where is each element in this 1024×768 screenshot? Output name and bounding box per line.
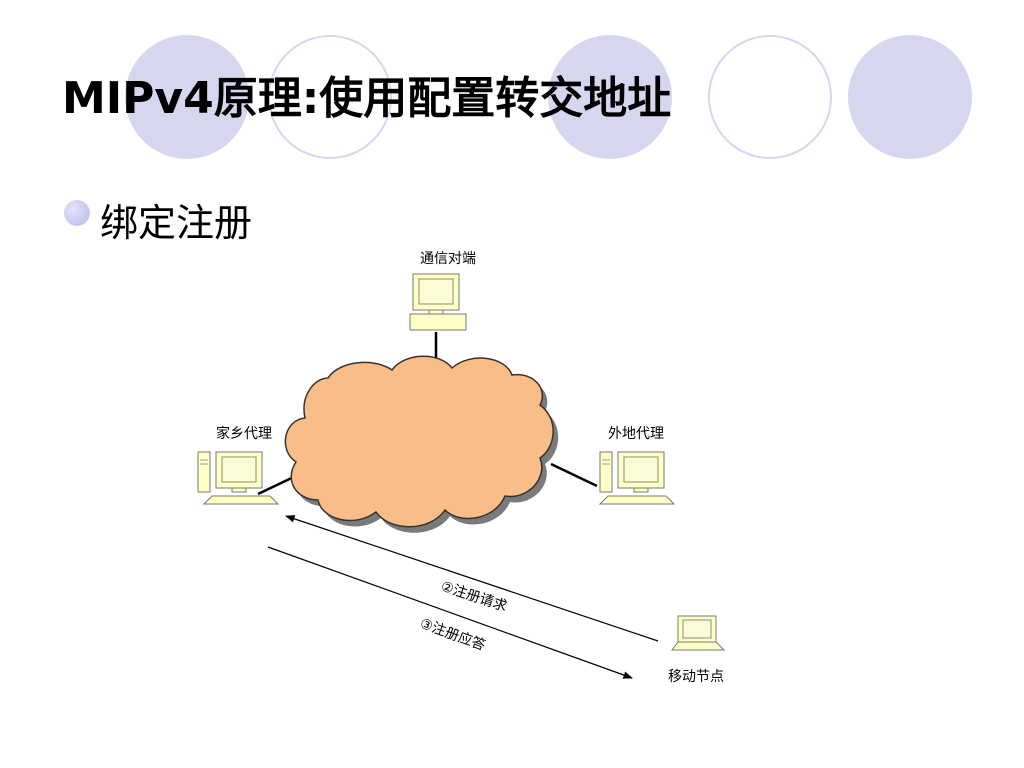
registration-reply-arrow xyxy=(267,546,633,679)
node-label-correspondent: 通信对端 xyxy=(420,251,476,267)
decor-circle xyxy=(848,35,972,159)
message-label-reply: ③注册应答 xyxy=(418,615,488,654)
decor-circle xyxy=(268,35,392,159)
decor-circle xyxy=(548,35,672,159)
home-agent-computer-icon xyxy=(197,451,279,505)
correspondent-computer-icon xyxy=(409,273,467,331)
decor-circle xyxy=(708,35,832,159)
registration-request-arrow xyxy=(285,515,659,642)
mobile-node-laptop-icon xyxy=(671,615,726,651)
header-decoration xyxy=(125,35,972,159)
link-foreign-agent xyxy=(550,462,598,488)
message-label-request: ②注册请求 xyxy=(439,579,509,615)
bullet-text: 绑定注册 xyxy=(100,201,253,245)
slide-title: MIPv4原理:使用配置转交地址 xyxy=(62,73,672,124)
decor-circle xyxy=(125,35,249,159)
node-label-foreign-agent: 外地代理 xyxy=(608,426,664,442)
foreign-agent-computer-icon xyxy=(599,451,675,505)
node-label-mobile-node: 移动节点 xyxy=(668,669,724,685)
node-label-home-agent: 家乡代理 xyxy=(216,425,272,442)
internet-cloud xyxy=(284,355,559,533)
bullet-dot-icon xyxy=(64,200,90,226)
